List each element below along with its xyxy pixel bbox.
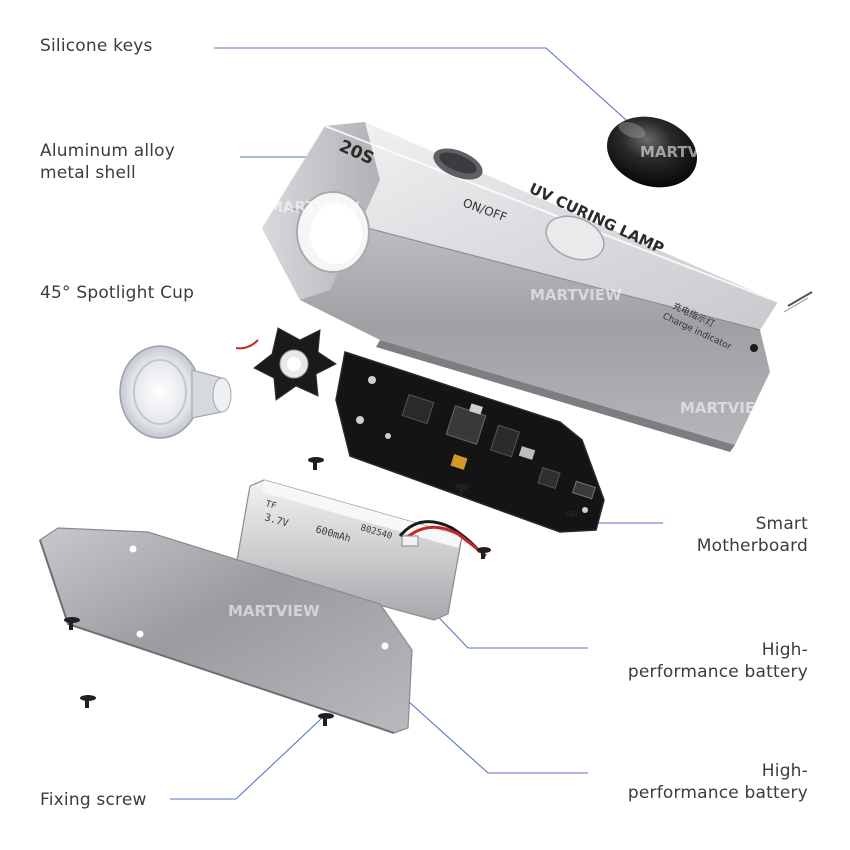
screw-1 [308,457,324,470]
label-spotlight-cup-text: 45° Spotlight Cup [40,283,195,303]
screw-4 [64,617,80,630]
label-battery-1: High- performance battery [628,639,808,683]
contact-pin [783,291,813,313]
label-silicone-keys: Silicone keys [40,35,153,57]
label-aluminum-line1: Aluminum alloy [40,141,176,161]
label-spotlight-cup: 45° Spotlight Cup [40,282,194,304]
leader-battery-1 [424,602,588,649]
label-motherboard-line2: Motherboard [696,536,808,556]
leader-fixing-screw [170,717,323,800]
watermark-5: MARTVIEW [228,602,320,620]
board-led-text: LED [566,511,578,518]
label-motherboard: Smart Motherboard [697,513,808,557]
label-aluminum-line2: metal shell [40,163,136,183]
spotlight-cup [119,345,232,439]
label-battery-1-line1: High- [761,640,808,660]
label-fixing-screw-text: Fixing screw [40,790,147,810]
screw-2 [455,484,469,496]
bottom-plate [39,527,413,734]
watermark-4: MARTVIEW [680,399,772,417]
label-fixing-screw: Fixing screw [40,789,147,811]
label-battery-2-line1: High- [761,761,808,781]
watermark-1: MARTVIEW [640,143,732,161]
leader-battery-2 [387,682,588,774]
led-star-board [235,327,337,401]
label-silicone-keys-text: Silicone keys [40,36,153,56]
screw-6 [318,713,334,726]
watermark-2: MARTVIEW [268,198,360,216]
screw-5 [80,695,96,708]
smart-motherboard: 330 LED [335,351,605,533]
screw-3 [477,547,491,559]
battery: TF 3.7V 600mAh 802540 [235,479,487,621]
silicone-key [607,116,697,188]
label-aluminum-shell: Aluminum alloy metal shell [40,140,175,184]
aluminum-shell [262,122,779,452]
screws [64,457,491,726]
inductor-text: 330 [454,425,471,438]
watermark-3: MARTVIEW [530,286,622,304]
label-battery-2-line2: performance battery [627,783,808,803]
label-motherboard-line1: Smart [755,514,808,534]
watermarks: MARTVIEW MARTVIEW MARTVIEW MARTVIEW MART… [228,143,772,620]
label-battery-1-line2: performance battery [627,662,808,682]
battery-brand-text: TF [264,499,277,512]
label-battery-2: High- performance battery [628,760,808,804]
leader-silicone-keys [214,47,636,129]
